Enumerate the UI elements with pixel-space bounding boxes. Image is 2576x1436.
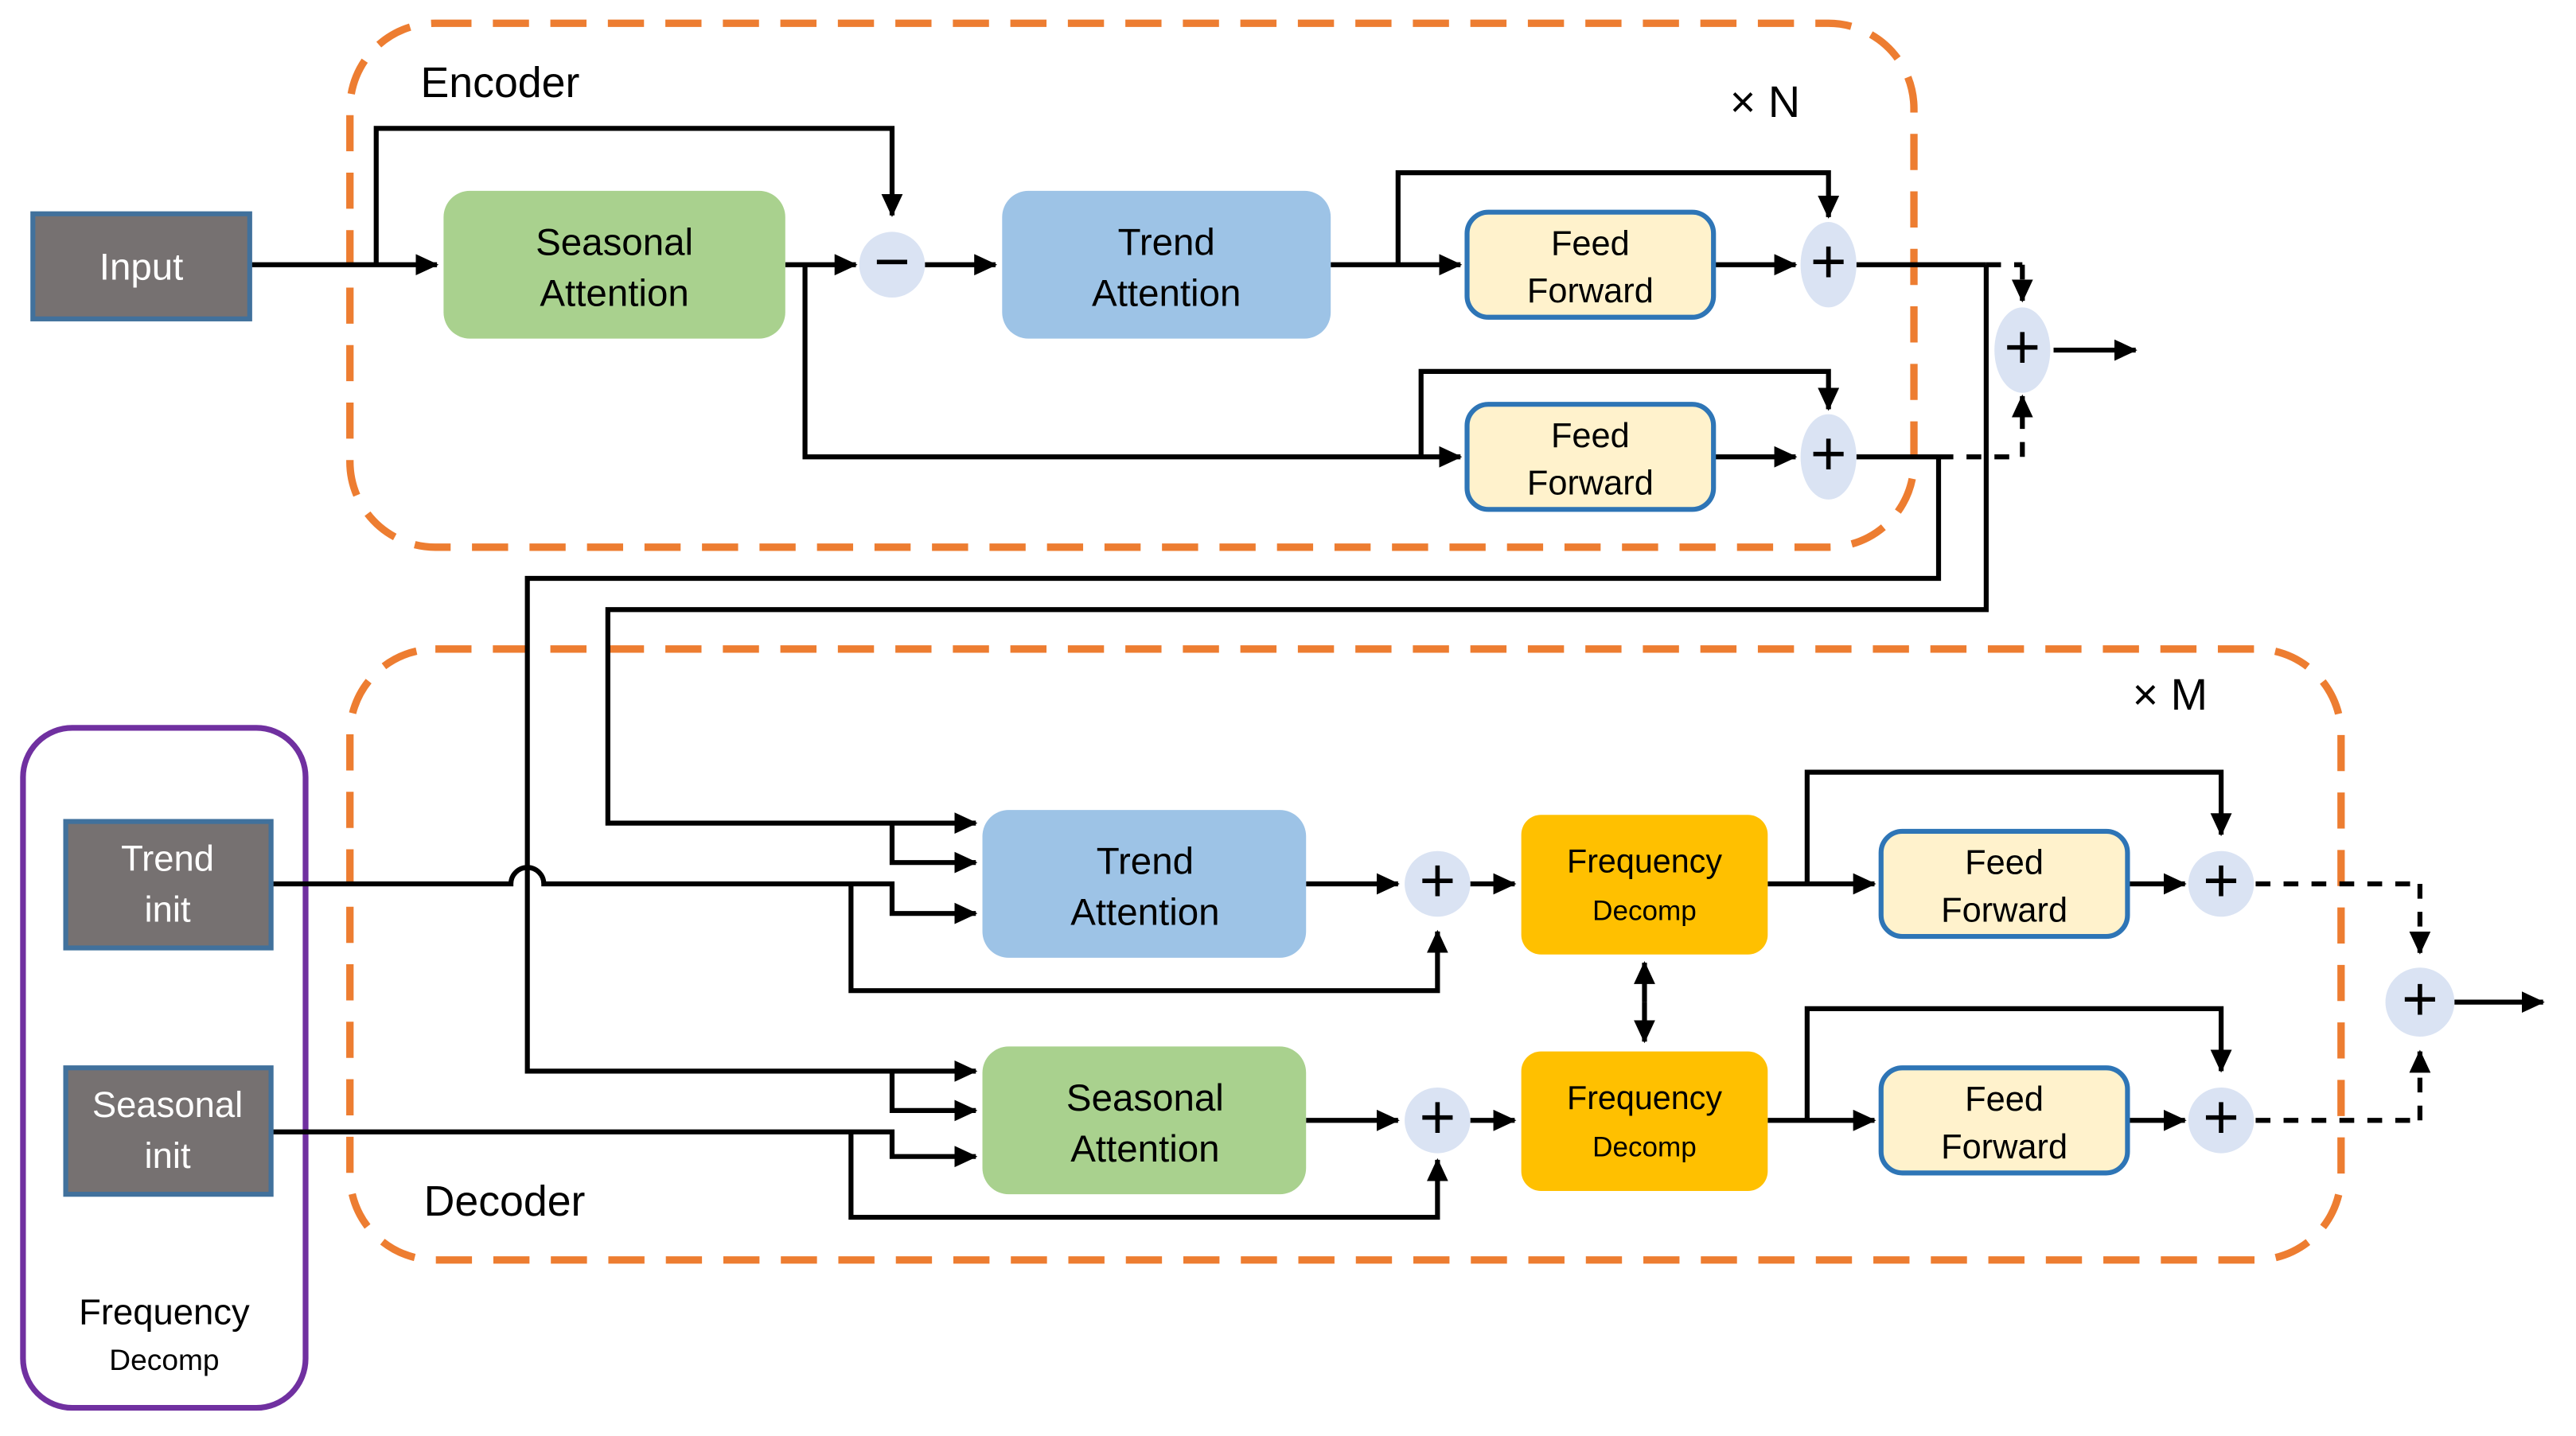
- plus-node-encoder-output: +: [1994, 307, 2051, 393]
- frequency-decomp-caption-line2: Decomp: [109, 1343, 219, 1376]
- plus-operator: +: [1419, 1082, 1456, 1152]
- frequency-decomp-line2: Decomp: [1592, 1132, 1697, 1163]
- encoder-feed-forward-trend-block: Feed Forward: [1464, 209, 1717, 320]
- connector-dec-trend-out-dashed: [2255, 881, 2419, 953]
- seasonal-init-line1: Seasonal: [92, 1084, 243, 1125]
- decoder-seasonal-attention-line2: Attention: [1070, 1128, 1219, 1170]
- connector-encoder-trend-to-decoder: [605, 264, 1989, 835]
- feed-forward-line2: Forward: [1527, 272, 1654, 310]
- connector-dec-trend-skip: [1804, 769, 2232, 885]
- feed-forward-line1: Feed: [1551, 417, 1630, 455]
- trend-init-line2: init: [145, 889, 191, 929]
- connector-seasonal-init-residual: [848, 1131, 1448, 1220]
- plus-node-encoder-seasonal: +: [1800, 414, 1857, 500]
- decoder-label: Decoder: [424, 1177, 586, 1225]
- decoder-feed-forward-trend-block: Feed Forward: [1878, 828, 2130, 940]
- connector-trend-branch-mid: [889, 823, 978, 874]
- feed-forward-line2: Forward: [1941, 891, 2067, 929]
- encoder-seasonal-attention-block: Seasonal Attention: [443, 190, 785, 339]
- plus-node-decoder-seasonal-out: +: [2188, 1082, 2254, 1154]
- decoder-seasonal-attention-block: Seasonal Attention: [982, 1046, 1307, 1195]
- encoder-seasonal-attention-line1: Seasonal: [536, 221, 693, 263]
- trend-init-line1: Trend: [121, 838, 214, 878]
- decoder-trend-attention-line1: Trend: [1097, 841, 1194, 883]
- plus-operator: +: [2402, 963, 2438, 1033]
- plus-operator: +: [1810, 226, 1847, 296]
- minus-node: −: [859, 226, 926, 298]
- decoder-seasonal-attention-line1: Seasonal: [1066, 1077, 1224, 1119]
- encoder-seasonal-attention-line2: Attention: [540, 272, 688, 314]
- encoder-trend-attention-line1: Trend: [1118, 221, 1215, 263]
- plus-node-decoder-trend-in: +: [1405, 846, 1471, 917]
- trend-init-block: Trend init: [63, 819, 274, 951]
- feed-forward-line1: Feed: [1965, 1080, 2044, 1119]
- frequency-decomp-line1: Frequency: [1567, 1080, 1722, 1116]
- decoder-repeat-label: × M: [2133, 670, 2208, 719]
- connector-seasonal-branch-mid: [889, 1071, 978, 1122]
- connector-seasonal-skip: [1418, 368, 1840, 457]
- connector-identity-to-minus: [373, 126, 903, 265]
- plus-operator: +: [2203, 846, 2239, 916]
- plus-node-decoder-trend-out: +: [2188, 846, 2254, 917]
- frequency-decomp-frame: [20, 725, 309, 1411]
- minus-operator: −: [874, 226, 910, 296]
- plus-operator: +: [2203, 1082, 2239, 1152]
- input-block: Input: [30, 211, 252, 321]
- connector-trend-skip: [1395, 170, 1840, 265]
- frequency-decomp-seasonal-block: Frequency Decomp: [1521, 1051, 1768, 1192]
- connector-seasonal-bypass: [802, 264, 1463, 468]
- plus-operator: +: [1810, 418, 1847, 488]
- connector-plus-trend-out-dashed: [1986, 262, 2022, 301]
- frequency-decomp-trend-block: Frequency Decomp: [1521, 815, 1768, 955]
- frequency-decomp-line2: Decomp: [1592, 895, 1697, 926]
- feed-forward-line2: Forward: [1527, 465, 1654, 503]
- encoder-feed-forward-seasonal-block: Feed Forward: [1464, 402, 1717, 512]
- decoder-feed-forward-seasonal-block: Feed Forward: [1878, 1065, 2130, 1176]
- encoder-boundary: [346, 19, 1918, 551]
- seasonal-init-line2: init: [145, 1135, 191, 1176]
- encoder-trend-attention-line2: Attention: [1092, 272, 1241, 314]
- frequency-decomp-caption-line1: Frequency: [79, 1291, 250, 1332]
- input-label: Input: [99, 246, 184, 288]
- frequency-decomp-line1: Frequency: [1567, 843, 1722, 880]
- connector-seasonal-init-line: [271, 1129, 978, 1168]
- seasonal-init-block: Seasonal init: [63, 1065, 274, 1197]
- connector-trend-init-residual: [848, 884, 1448, 994]
- connector-trend-init-line: [271, 865, 978, 924]
- feed-forward-line1: Feed: [1965, 844, 2044, 882]
- connector-plus-seasonal-out-dashed: [1939, 396, 2022, 460]
- plus-operator: +: [1419, 846, 1456, 916]
- plus-node-decoder-seasonal-in: +: [1405, 1082, 1471, 1154]
- plus-node-final-output: +: [2385, 963, 2455, 1037]
- connector-dec-seasonal-out-dashed: [2255, 1052, 2419, 1123]
- plus-node-encoder-trend: +: [1800, 222, 1857, 308]
- feed-forward-line2: Forward: [1941, 1128, 2067, 1166]
- encoder-trend-attention-block: Trend Attention: [1002, 190, 1331, 339]
- feed-forward-line1: Feed: [1551, 224, 1630, 263]
- plus-operator: +: [2004, 312, 2040, 382]
- encoder-repeat-label: × N: [1730, 77, 1800, 126]
- decoder-trend-attention-line2: Attention: [1070, 892, 1219, 934]
- connector-encoder-seasonal-to-decoder: [524, 457, 1942, 1082]
- decoder-trend-attention-block: Trend Attention: [982, 810, 1307, 958]
- connector-dec-seasonal-skip: [1804, 1006, 2232, 1121]
- encoder-label: Encoder: [420, 59, 579, 107]
